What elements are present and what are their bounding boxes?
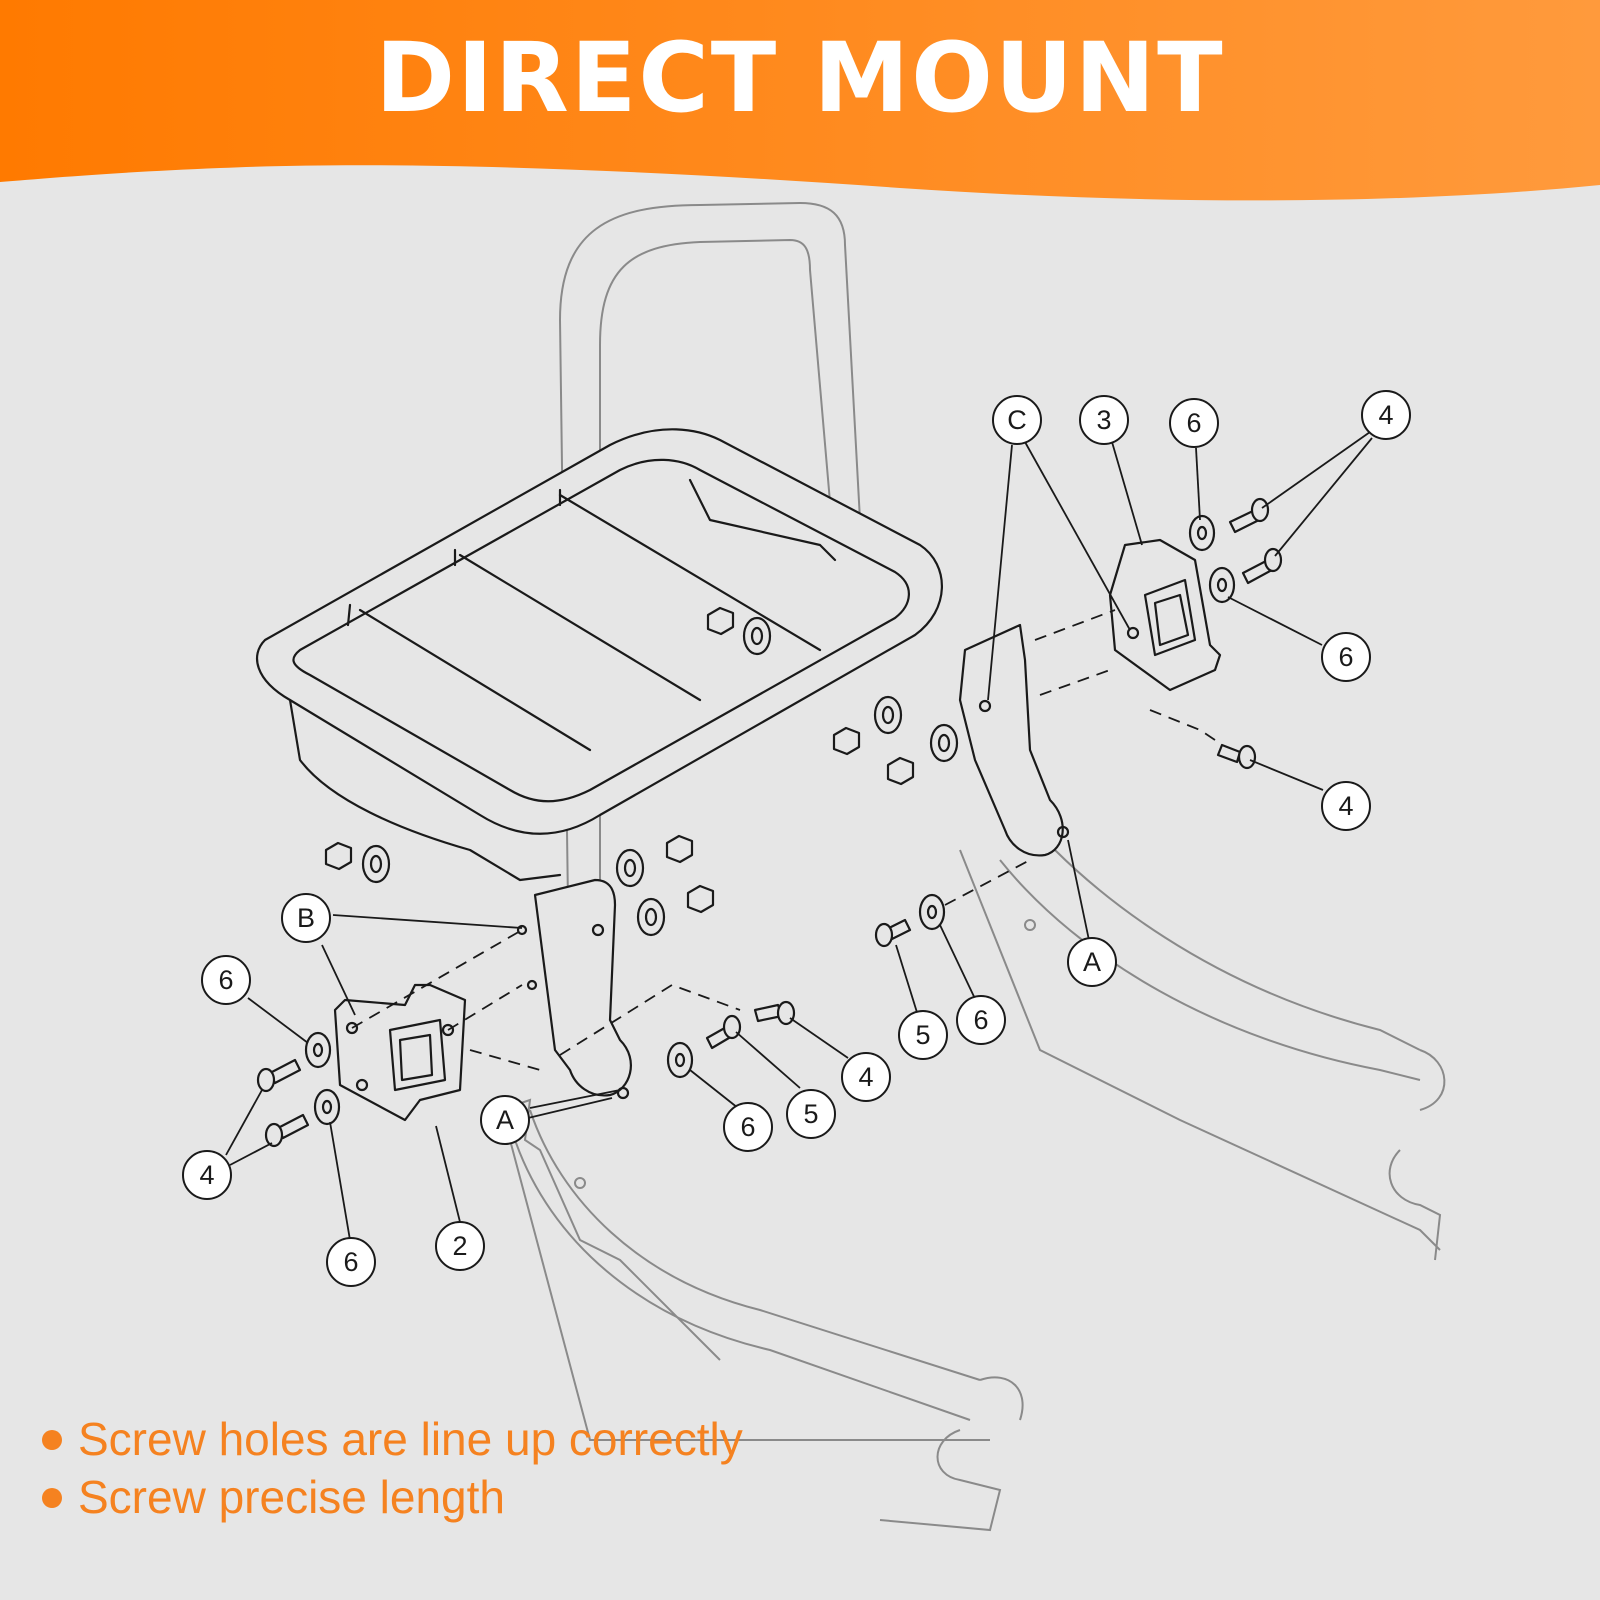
svg-text:A: A [1083, 947, 1101, 977]
svg-text:C: C [1007, 405, 1027, 435]
svg-text:6: 6 [218, 965, 233, 995]
callout-2: 2 [435, 1221, 485, 1271]
callout-4: 4 [1321, 781, 1371, 831]
callout-6: 6 [1321, 632, 1371, 682]
feature-item: Screw holes are line up correctly [40, 1410, 743, 1468]
svg-text:6: 6 [1338, 642, 1353, 672]
svg-text:4: 4 [1378, 400, 1393, 430]
svg-text:B: B [297, 903, 315, 933]
svg-text:4: 4 [199, 1160, 214, 1190]
feature-text: Screw precise length [78, 1471, 505, 1523]
svg-text:3: 3 [1096, 405, 1111, 435]
svg-text:6: 6 [740, 1112, 755, 1142]
luggage-rack [256, 428, 943, 882]
svg-text:4: 4 [858, 1062, 873, 1092]
washers [304, 514, 1236, 1126]
svg-text:5: 5 [803, 1099, 818, 1129]
bullet-dot-icon [42, 1488, 62, 1508]
callout-6: 6 [723, 1102, 773, 1152]
rack-side-plates [516, 623, 1070, 1100]
svg-text:2: 2 [452, 1231, 467, 1261]
callout-5: 5 [898, 1010, 948, 1060]
callout-a: A [480, 1095, 530, 1145]
callout-6: 6 [201, 955, 251, 1005]
callout-6: 6 [956, 995, 1006, 1045]
callout-3: 3 [1079, 395, 1129, 445]
leader-lines [225, 431, 1373, 1241]
svg-text:A: A [496, 1105, 514, 1135]
header-banner [0, 0, 1600, 201]
callout-6: 6 [326, 1237, 376, 1287]
callout-4: 4 [182, 1150, 232, 1200]
screws [256, 497, 1283, 1148]
svg-text:6: 6 [343, 1247, 358, 1277]
svg-text:4: 4 [1338, 791, 1353, 821]
callout-a: A [1067, 937, 1117, 987]
svg-text:6: 6 [1186, 408, 1201, 438]
page-title: DIRECT MOUNT [375, 22, 1225, 134]
callouts: C 3 6 4 6 4 B 6 4 6 2 A 6 5 4 5 6 A [182, 390, 1411, 1287]
callout-c: C [992, 395, 1042, 445]
bracket-part-3 [1108, 538, 1222, 692]
callout-4: 4 [841, 1052, 891, 1102]
svg-text:6: 6 [973, 1005, 988, 1035]
callout-b: B [281, 893, 331, 943]
callout-6: 6 [1169, 398, 1219, 448]
feature-list: Screw holes are line up correctly Screw … [40, 1410, 743, 1526]
callout-5: 5 [786, 1089, 836, 1139]
bracket-part-2 [333, 983, 467, 1122]
callout-4: 4 [1361, 390, 1411, 440]
hardware-nuts-washers [324, 606, 959, 937]
alignment-lines [351, 609, 1216, 1071]
svg-text:5: 5 [915, 1020, 930, 1050]
bullet-dot-icon [42, 1430, 62, 1450]
feature-text: Screw holes are line up correctly [78, 1413, 743, 1465]
feature-item: Screw precise length [40, 1468, 743, 1526]
